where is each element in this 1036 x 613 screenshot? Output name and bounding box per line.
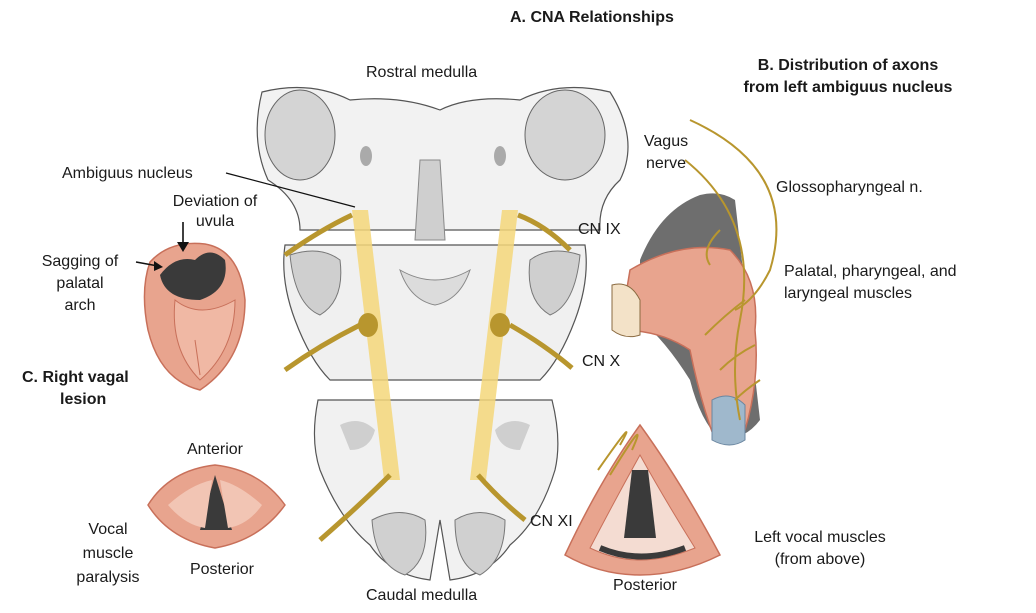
cn11-nerve-right [476, 473, 527, 522]
vocal-muscles-left [564, 423, 722, 576]
vagus-nerve-label-line1: Vagus [643, 133, 689, 150]
deviation-label-line1: Deviation of [172, 193, 258, 210]
cn10-nerve-right [508, 322, 574, 370]
ambiguus-nucleus-label: Ambiguus nucleus [62, 165, 193, 182]
paralysis-label-line2: muscle [82, 545, 134, 562]
cn11-label: CN XI [530, 513, 573, 530]
left-vocal-caption-line2: (from above) [774, 551, 866, 568]
sagging-arrowhead [154, 261, 163, 271]
sagging-label-line1: Sagging of [41, 253, 119, 270]
panel-b-title-line1: B. Distribution of axons [757, 57, 939, 74]
cn11-nerve-left [318, 473, 392, 542]
left-vocal-caption-line1: Left vocal muscles [754, 529, 886, 546]
vagus-nerve-label-line2: nerve [645, 155, 687, 172]
muscles-label-line2: laryngeal muscles [784, 285, 913, 302]
ambiguus-leader-line [225, 172, 356, 208]
panel-b-title-line2: from left ambiguus nucleus [743, 79, 953, 96]
glossopharyngeal-nerve [689, 119, 778, 311]
medulla-illustration [225, 86, 629, 581]
palate-illustration [143, 242, 246, 391]
panel-c-title-line1: C. Right vagal [22, 369, 129, 386]
sagging-label-line2: palatal [56, 275, 104, 292]
left-ambiguus-column [352, 210, 400, 480]
caudal-medulla-label: Caudal medulla [366, 587, 478, 604]
paralysis-label-line1: Vocal [88, 521, 128, 538]
panel-c-title-line2: lesion [60, 391, 107, 408]
vagus-nerve [684, 159, 746, 421]
cn10-nerve-left [283, 322, 362, 373]
sagging-label-line3: arch [64, 297, 96, 314]
paralysis-label-line3: paralysis [76, 569, 140, 586]
muscles-label-line1: Palatal, pharyngeal, and [784, 263, 957, 280]
pharynx-larynx-illustration [611, 119, 778, 446]
deviation-label-line2: uvula [195, 213, 235, 230]
posterior-label-left: Posterior [612, 577, 678, 594]
cn10-label: CN X [582, 353, 621, 370]
anterior-label: Anterior [186, 441, 244, 458]
cn9-label: CN IX [578, 221, 621, 238]
middle-medulla-section [283, 244, 587, 381]
glossopharyngeal-label: Glossopharyngeal n. [776, 179, 923, 196]
posterior-label-right: Posterior [189, 561, 255, 578]
right-ambiguus-column [470, 210, 518, 480]
rostral-medulla-label: Rostral medulla [366, 64, 478, 81]
cn9-nerve-left [283, 212, 354, 258]
panel-a-title: A. CNA Relationships [510, 9, 674, 26]
cn9-nerve-right [517, 212, 572, 252]
deviation-arrowhead [177, 242, 189, 252]
vocal-folds-right-lesion [147, 464, 286, 549]
